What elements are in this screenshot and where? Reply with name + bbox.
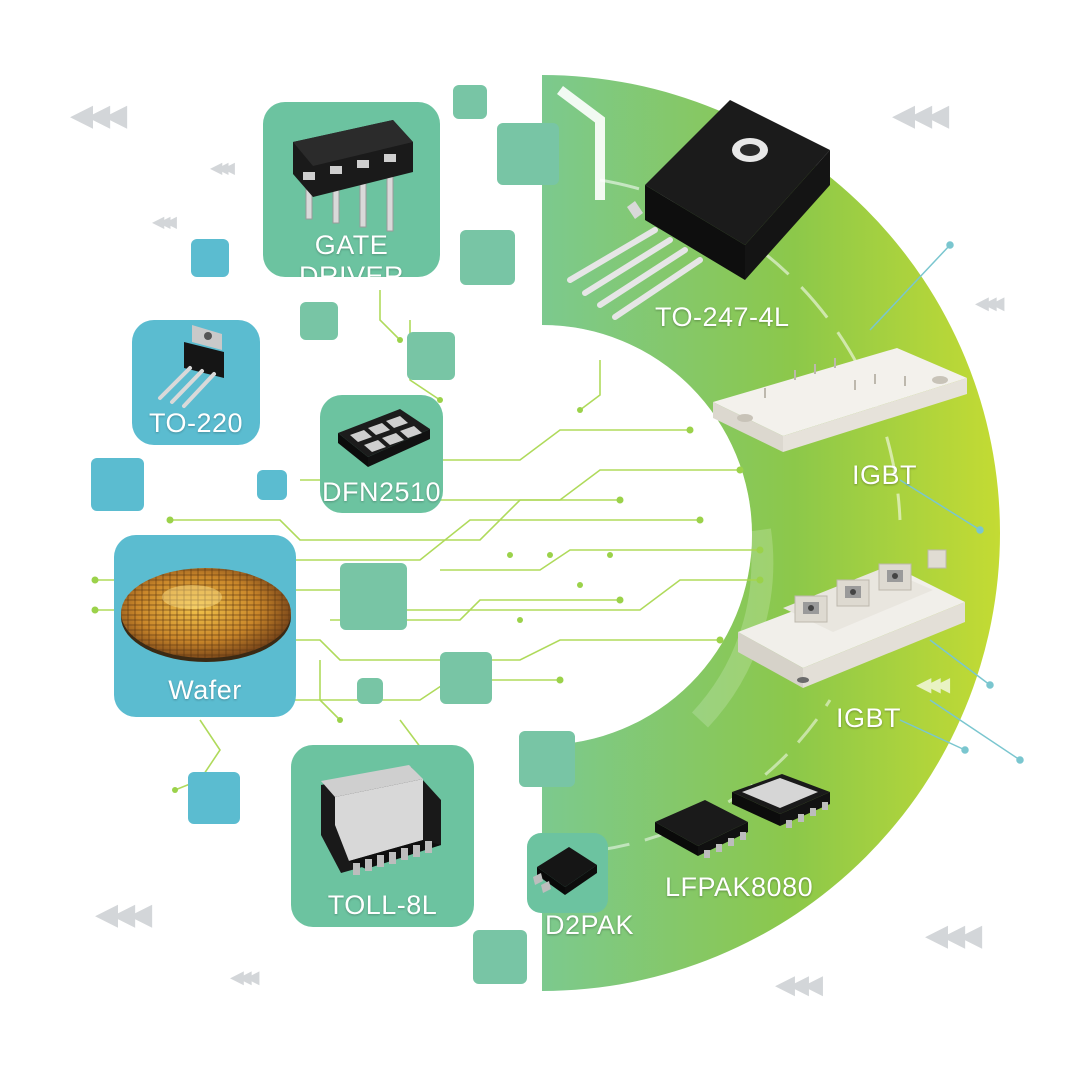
d2pak-package-image — [533, 847, 597, 895]
igbt-module-bottom-image — [738, 549, 965, 688]
dfn2510-tile[interactable]: DFN2510 — [320, 395, 443, 513]
decor-square — [191, 239, 229, 277]
igbt-bottom-label: IGBT — [836, 703, 902, 733]
triple-left-chevron-icon: ◀◀◀ — [70, 98, 127, 133]
triple-left-chevron-icon: ◀◀◀ — [775, 970, 823, 1000]
triple-left-chevron-icon: ◀◀◀ — [925, 918, 982, 953]
dfn2510-package-image — [338, 409, 430, 467]
wafer-tile[interactable]: Wafer — [114, 535, 296, 717]
toll8l-label: TOLL-8L — [327, 890, 438, 920]
d2pak-label: D2PAK — [545, 910, 635, 940]
triple-left-chevron-icon: ◀◀◀ — [892, 98, 949, 133]
decor-square — [91, 458, 144, 511]
igbt-module-top-image — [713, 348, 967, 452]
decor-square — [257, 470, 287, 500]
triple-left-chevron-icon: ◀◀◀ — [230, 967, 259, 988]
gate-driver-chip-image — [293, 120, 413, 232]
decor-square — [407, 332, 455, 380]
gate-driver-tile[interactable]: GATE DRIVER — [263, 102, 440, 277]
decor-square — [357, 678, 383, 704]
d2pak-tile[interactable] — [527, 833, 608, 913]
triple-left-chevron-icon: ◀◀◀ — [95, 897, 152, 932]
to247-4l-label: TO-247-4L — [655, 302, 790, 332]
to220-tile[interactable]: TO-220 — [132, 320, 260, 445]
to220-label: TO-220 — [148, 408, 244, 438]
lfpak8080-label: LFPAK8080 — [665, 872, 814, 902]
green-arc — [542, 75, 1000, 991]
decor-square — [453, 85, 487, 119]
wafer-image — [121, 568, 291, 662]
decor-square — [460, 230, 515, 285]
triple-left-chevron-icon: ◀◀◀ — [210, 158, 235, 177]
gate-driver-label: GATE DRIVER — [298, 230, 404, 277]
triple-left-chevron-icon: ◀◀◀ — [975, 293, 1004, 314]
decor-square — [440, 652, 492, 704]
wafer-label: Wafer — [168, 675, 242, 705]
triple-left-chevron-icon: ◀◀◀ — [152, 212, 177, 231]
decor-square — [300, 302, 338, 340]
decor-square — [340, 563, 407, 630]
to247-4l-package-image — [567, 100, 830, 320]
dfn2510-label: DFN2510 — [321, 477, 442, 507]
igbt-top-label: IGBT — [852, 460, 918, 490]
lfpak8080-package-image — [655, 774, 830, 858]
decor-square — [497, 123, 559, 185]
toll8l-tile[interactable]: TOLL-8L — [291, 745, 474, 927]
decor-square — [188, 772, 240, 824]
to220-package-image — [158, 325, 224, 408]
decor-square — [473, 930, 527, 984]
toll8l-package-image — [321, 765, 441, 875]
decor-square — [519, 731, 575, 787]
